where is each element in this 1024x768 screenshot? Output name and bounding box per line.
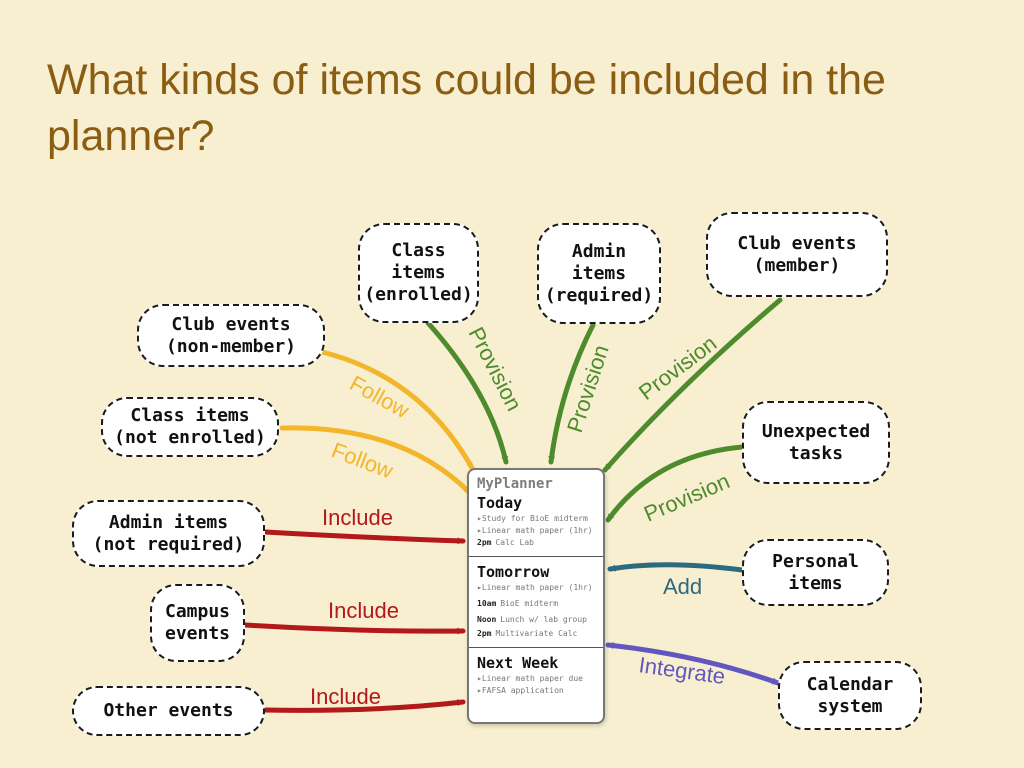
node-campus-events: Campus events	[150, 584, 245, 662]
planner-item-text: ▸Study for BioE midterm	[477, 514, 588, 523]
planner-item-time: 2pm	[477, 629, 492, 638]
node-line: (not required)	[92, 533, 245, 555]
node-unexpected-tasks: Unexpected tasks	[742, 401, 890, 484]
planner-item-text: Lunch w/ lab group	[500, 615, 587, 624]
provision-arrow-admin-items	[548, 322, 596, 465]
planner-divider	[469, 556, 603, 557]
node-class-items-enrolled: Class items (enrolled)	[358, 223, 479, 323]
planner-item: ▸Linear math paper due	[477, 673, 597, 685]
provision-label-class-items: Provision	[464, 323, 527, 415]
node-line: Unexpected	[761, 420, 871, 442]
add-label-personal-items: Add	[663, 574, 702, 599]
node-line: (non-member)	[165, 335, 297, 357]
planner-card: MyPlanner Today ▸Study for BioE midterm …	[467, 468, 605, 724]
planner-item-time: 10am	[477, 599, 497, 608]
node-line: events	[164, 623, 231, 644]
provision-arrow-unexpected-tasks	[605, 444, 745, 523]
include-arrow-other-events	[262, 699, 466, 713]
include-label-campus-events: Include	[328, 598, 399, 623]
node-line: items	[391, 262, 446, 283]
node-other-events: Other events	[72, 686, 265, 736]
node-club-events-non-member: Club events (non-member)	[137, 304, 325, 367]
node-line: tasks	[788, 442, 844, 464]
planner-item-text: ▸Linear math paper (1hr)	[477, 526, 593, 535]
node-line: Class items	[130, 405, 250, 426]
node-line: Club events	[737, 232, 857, 254]
include-arrow-campus-events	[242, 622, 466, 635]
integrate-arrow-calendar-system	[605, 642, 781, 686]
node-calendar-system: Calendar system	[778, 661, 922, 730]
page-title: What kinds of items could be included in…	[47, 56, 886, 160]
follow-arrow-class-items	[279, 425, 473, 496]
planner-item: ▸Study for BioE midterm	[477, 513, 597, 525]
node-line: Other events	[103, 700, 234, 721]
node-line: (required)	[544, 284, 654, 306]
node-line: Class	[391, 240, 446, 261]
provision-arrow-class-items	[425, 320, 509, 465]
include-arrow-admin-items	[262, 529, 466, 545]
add-arrow-personal-items	[607, 562, 745, 573]
node-line: Campus	[164, 601, 231, 622]
planner-item: ▸Linear math paper (1hr)	[477, 582, 597, 594]
planner-item: ▸Linear math paper (1hr)	[477, 525, 597, 537]
planner-section-heading: Tomorrow	[477, 563, 550, 581]
planner-section-heading: Next Week	[477, 654, 559, 672]
planner-item-text: ▸Linear math paper due	[477, 674, 583, 683]
node-line: items	[788, 572, 843, 594]
planner-item-text: BioE midterm	[500, 599, 559, 608]
node-admin-items-not-required: Admin items (not required)	[72, 500, 265, 567]
node-line: Personal	[772, 550, 859, 572]
planner-title: MyPlanner	[477, 476, 553, 492]
node-line: system	[817, 695, 883, 717]
planner-item-time: Noon	[477, 615, 497, 624]
node-line: Admin	[571, 240, 627, 262]
follow-label-club-events: Follow	[346, 371, 414, 424]
include-label-other-events: Include	[310, 684, 381, 709]
include-label-admin-items: Include	[322, 505, 393, 530]
provision-label-admin-items: Provision	[562, 342, 614, 436]
node-line: Club events	[171, 313, 291, 335]
planner-section-today: Today ▸Study for BioE midterm ▸Linear ma…	[477, 494, 597, 549]
planner-section-next-week: Next Week ▸Linear math paper due ▸FAFSA …	[477, 654, 597, 697]
node-class-items-not-enrolled: Class items (not enrolled)	[101, 397, 279, 457]
planner-divider	[469, 647, 603, 648]
node-line: (enrolled)	[364, 284, 473, 305]
node-club-events-member: Club events (member)	[706, 212, 888, 297]
planner-item-text: Calc Lab	[495, 538, 534, 547]
follow-arrow-club-events	[315, 348, 475, 471]
planner-item-text: ▸Linear math paper (1hr)	[477, 583, 593, 592]
node-admin-items-required: Admin items (required)	[537, 223, 661, 324]
node-line: Admin items	[108, 511, 229, 533]
planner-item: ▸FAFSA application	[477, 685, 597, 697]
node-line: Calendar	[806, 673, 894, 695]
planner-section-heading: Today	[477, 494, 523, 512]
provision-arrow-club-events	[602, 297, 783, 473]
planner-item-text: Multivariate Calc	[495, 629, 578, 638]
integrate-label-calendar-system: Integrate	[637, 652, 726, 689]
node-line: items	[571, 262, 627, 284]
node-personal-items: Personal items	[742, 539, 889, 606]
node-line: (member)	[753, 254, 841, 276]
node-line: (not enrolled)	[114, 427, 266, 448]
planner-item-time: 2pm	[477, 538, 492, 547]
planner-item-text: ▸FAFSA application	[477, 686, 564, 695]
